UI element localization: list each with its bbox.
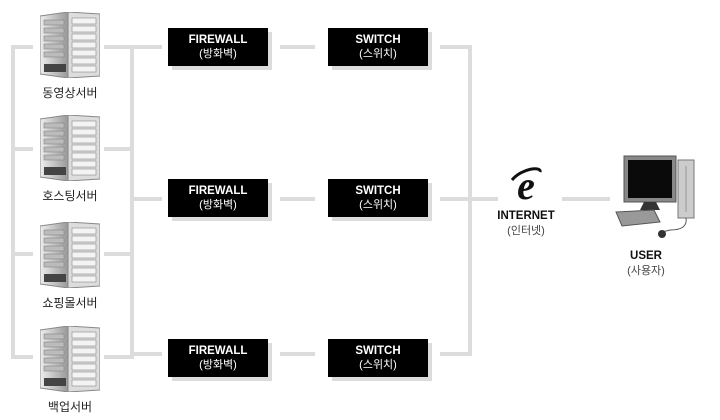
server-rack-icon	[40, 222, 100, 288]
switch-title: SWITCH	[355, 34, 401, 46]
server-label: 동영상서버	[42, 86, 98, 100]
svg-text:e: e	[517, 166, 535, 204]
connector	[11, 355, 33, 359]
firewall-box: FIREWALL (방화벽)	[168, 339, 268, 377]
connector	[280, 45, 315, 49]
firewall-subtitle: (방화벽)	[199, 199, 237, 211]
internet-explorer-icon: e	[510, 166, 542, 204]
connector	[11, 45, 33, 49]
connector	[104, 252, 134, 256]
firewall-subtitle: (방화벽)	[199, 359, 237, 371]
server-rack-icon	[40, 326, 100, 392]
firewall-title: FIREWALL	[188, 345, 248, 357]
user-label: USER (사용자)	[596, 249, 696, 279]
user-title: USER	[630, 250, 662, 262]
firewall-subtitle: (방화벽)	[199, 48, 237, 60]
switch-subtitle: (스위치)	[359, 199, 397, 211]
left-bus-line	[11, 45, 15, 359]
connector	[134, 197, 162, 201]
connector	[280, 352, 315, 356]
firewall-box: FIREWALL (방화벽)	[168, 179, 268, 217]
server-label: 쇼핑몰서버	[42, 296, 98, 310]
switch-bus-line	[468, 45, 472, 356]
server-bus-line	[130, 45, 134, 359]
connector	[440, 45, 472, 49]
switch-title: SWITCH	[355, 185, 401, 197]
connector	[134, 352, 162, 356]
switch-box: SWITCH (스위치)	[328, 179, 428, 217]
firewall-box: FIREWALL (방화벽)	[168, 28, 268, 66]
desktop-computer-icon	[615, 155, 695, 238]
connector	[11, 252, 33, 256]
connector	[104, 355, 134, 359]
switch-subtitle: (스위치)	[359, 359, 397, 371]
server-rack-icon	[40, 115, 100, 181]
internet-title: INTERNET	[497, 210, 555, 222]
switch-box: SWITCH (스위치)	[328, 28, 428, 66]
connector	[440, 352, 472, 356]
firewall-title: FIREWALL	[188, 185, 248, 197]
connector	[104, 147, 134, 151]
firewall-title: FIREWALL	[188, 34, 248, 46]
server-label: 백업서버	[47, 400, 93, 414]
connector	[104, 45, 134, 49]
internet-label: INTERNET (인터넷)	[476, 209, 576, 239]
connector	[562, 197, 610, 201]
switch-subtitle: (스위치)	[359, 48, 397, 60]
user-subtitle: (사용자)	[627, 265, 665, 277]
internet-subtitle: (인터넷)	[507, 225, 545, 237]
connector	[11, 147, 33, 151]
switch-box: SWITCH (스위치)	[328, 339, 428, 377]
connector	[472, 197, 498, 201]
switch-title: SWITCH	[355, 345, 401, 357]
connector	[280, 197, 315, 201]
connector	[440, 197, 472, 201]
server-rack-icon	[40, 12, 100, 78]
connector	[134, 45, 162, 49]
server-label: 호스팅서버	[42, 189, 98, 203]
